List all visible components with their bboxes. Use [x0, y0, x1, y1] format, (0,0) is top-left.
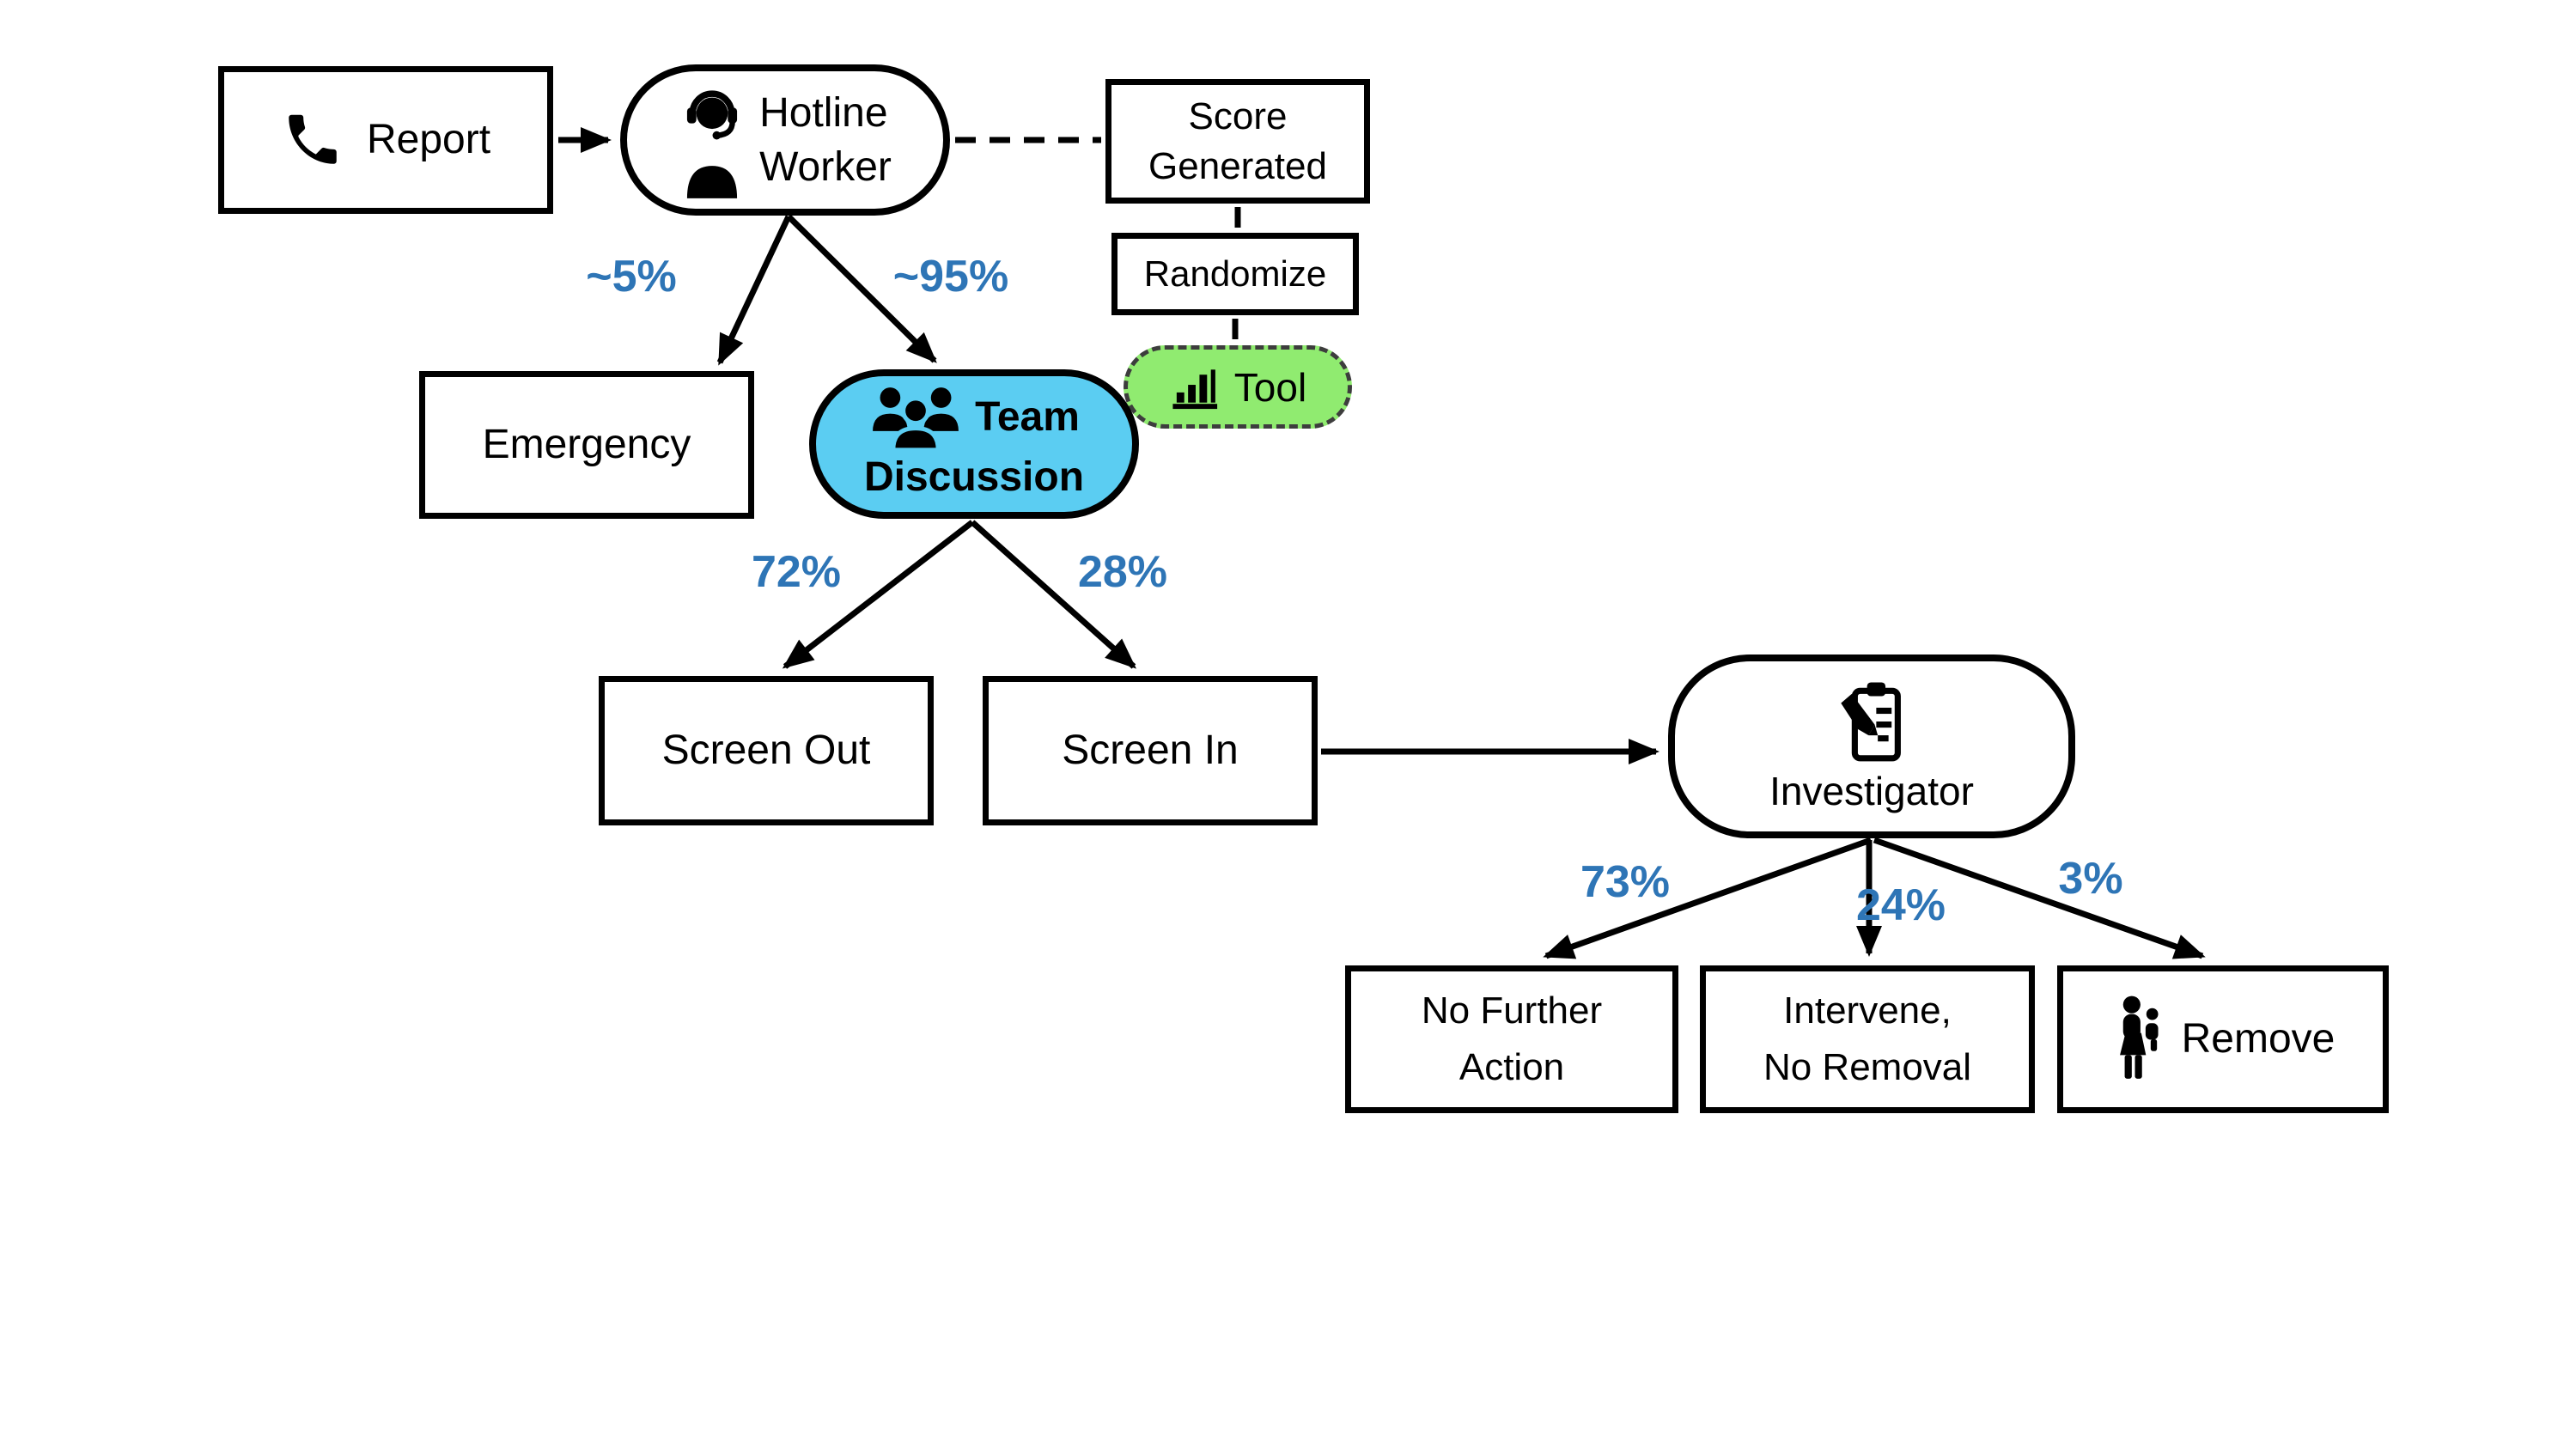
- node-label-investigator: Investigator: [1769, 769, 1974, 813]
- bar-chart-icon: [1169, 361, 1222, 414]
- node-label-remove: Remove: [2181, 1016, 2335, 1062]
- clipboard-pencil-icon: [1835, 679, 1909, 764]
- node-remove: Remove: [2057, 965, 2389, 1113]
- edge-label-3pct: 3%: [2058, 854, 2123, 904]
- team-line2: Discussion: [863, 454, 1085, 501]
- node-intervene-no-removal: Intervene, No Removal: [1700, 965, 2035, 1113]
- node-label-no-further-action: No Further Action: [1422, 983, 1602, 1096]
- node-team-discussion: Team Discussion: [809, 369, 1139, 519]
- node-label-tool: Tool: [1233, 364, 1307, 410]
- edge-hotline-emergency: [716, 215, 792, 366]
- edge-label-95pct: ~95%: [892, 252, 1009, 301]
- people-group-icon: [868, 383, 963, 451]
- node-label-emergency: Emergency: [482, 422, 691, 468]
- node-investigator: Investigator: [1668, 654, 2075, 838]
- intervene-line2: No Removal: [1763, 1046, 1972, 1088]
- headset-agent-icon: [679, 80, 746, 200]
- score-line2: Generated: [1148, 144, 1327, 187]
- intervene-line1: Intervene,: [1783, 989, 1952, 1032]
- edge-label-28pct: 28%: [1077, 547, 1168, 597]
- team-line1: Team: [975, 393, 1080, 440]
- node-label-screen-in: Screen In: [1062, 728, 1239, 774]
- adult-carrying-child-icon: [2111, 995, 2168, 1084]
- node-randomize: Randomize: [1111, 233, 1359, 315]
- node-label-screen-out: Screen Out: [661, 728, 871, 774]
- node-emergency: Emergency: [419, 371, 754, 519]
- node-hotline-worker: Hotline Worker: [620, 64, 950, 216]
- node-score-generated: Score Generated: [1105, 79, 1370, 204]
- edge-label-5pct: ~5%: [586, 252, 677, 301]
- team-row1: Team: [868, 383, 1080, 451]
- node-report: Report: [218, 66, 553, 214]
- hotline-line1: Hotline: [759, 89, 888, 136]
- node-label-hotline-worker: Hotline Worker: [759, 86, 892, 195]
- node-label-report: Report: [366, 117, 491, 163]
- hotline-line2: Worker: [759, 144, 892, 190]
- phone-icon: [281, 108, 344, 172]
- node-label-score-generated: Score Generated: [1148, 92, 1327, 190]
- nfa-line1: No Further: [1421, 989, 1603, 1032]
- node-label-randomize: Randomize: [1143, 253, 1327, 294]
- node-no-further-action: No Further Action: [1345, 965, 1678, 1113]
- score-line1: Score: [1188, 95, 1288, 138]
- edge-label-24pct: 24%: [1855, 880, 1946, 930]
- edge-label-73pct: 73%: [1580, 857, 1671, 907]
- node-screen-in: Screen In: [983, 676, 1318, 825]
- node-label-intervene: Intervene, No Removal: [1763, 983, 1971, 1096]
- node-screen-out: Screen Out: [599, 676, 934, 825]
- nfa-line2: Action: [1459, 1046, 1565, 1088]
- node-tool: Tool: [1124, 345, 1352, 429]
- edge-label-72pct: 72%: [751, 547, 842, 597]
